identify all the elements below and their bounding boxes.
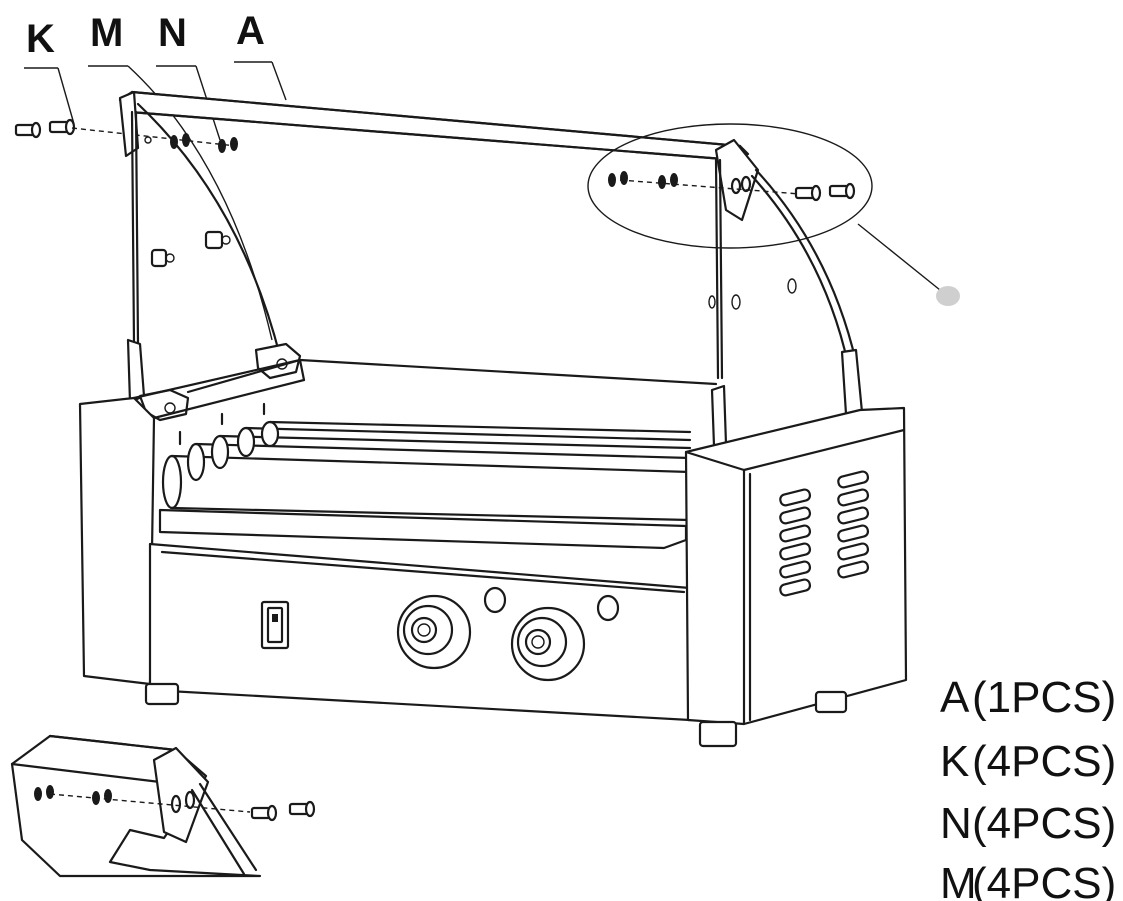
parts-list-k-letter: K xyxy=(940,737,969,786)
drip-tray xyxy=(158,508,688,550)
label-n: N xyxy=(158,11,187,55)
roller-grill-body xyxy=(78,358,908,748)
screw-icon xyxy=(48,118,76,136)
label-a: A xyxy=(236,9,265,53)
rollers xyxy=(161,402,692,522)
label-m: M xyxy=(90,11,123,55)
brackets xyxy=(126,338,864,448)
glass-curved-edge-left xyxy=(136,102,282,358)
nuts-top-right xyxy=(608,171,801,195)
glass-curved-edge-right xyxy=(754,168,858,364)
nuts-top-left xyxy=(144,133,238,153)
side-vents xyxy=(779,470,870,597)
indicator-light-1 xyxy=(483,586,507,614)
detail-callout-arrow xyxy=(857,223,941,291)
parts-list-a-letter: A xyxy=(940,673,970,722)
parts-list-a-qty: (1PCS) xyxy=(972,673,1116,722)
detail-callout-ellipse xyxy=(587,123,873,249)
detail-inset xyxy=(10,734,316,878)
screws-right xyxy=(794,182,856,202)
parts-list: A (1PCS) K (4PCS) N (4PCS) M (4PCS) xyxy=(940,673,1116,901)
screw-icon xyxy=(14,121,42,139)
left-end-box xyxy=(78,396,156,686)
detail-callout-dot xyxy=(936,286,960,306)
inset-bar xyxy=(10,734,262,878)
temperature-knob-1 xyxy=(396,594,472,670)
glass-shield xyxy=(130,102,858,380)
foot-back-right xyxy=(814,690,848,714)
inset-bracket xyxy=(152,746,210,844)
power-switch xyxy=(260,600,290,650)
leader-a xyxy=(271,61,287,101)
parts-list-m-qty: (4PCS) xyxy=(972,859,1116,901)
temperature-knob-2 xyxy=(510,606,586,682)
leader-k xyxy=(57,67,75,125)
top-bar-body xyxy=(118,90,750,162)
parts-list-n-qty: (4PCS) xyxy=(972,799,1116,848)
screw-icon xyxy=(828,182,856,200)
part-labels: K M N A xyxy=(24,9,287,341)
top-bar-a xyxy=(118,90,760,222)
top-bar-left-cap xyxy=(118,90,140,158)
screws-left xyxy=(14,118,237,147)
parts-list-m-letter: M xyxy=(940,859,977,901)
screw-icon xyxy=(288,800,316,818)
parts-list-k-qty: (4PCS) xyxy=(972,737,1116,786)
indicator-light-2 xyxy=(596,594,620,622)
label-k: K xyxy=(26,17,55,61)
assembly-path-left xyxy=(71,127,237,147)
foot-front-left xyxy=(144,682,180,706)
foot-front-right xyxy=(698,720,738,748)
screw-icon xyxy=(250,804,278,822)
screw-icon xyxy=(794,184,822,202)
parts-list-n-letter: N xyxy=(940,799,972,848)
